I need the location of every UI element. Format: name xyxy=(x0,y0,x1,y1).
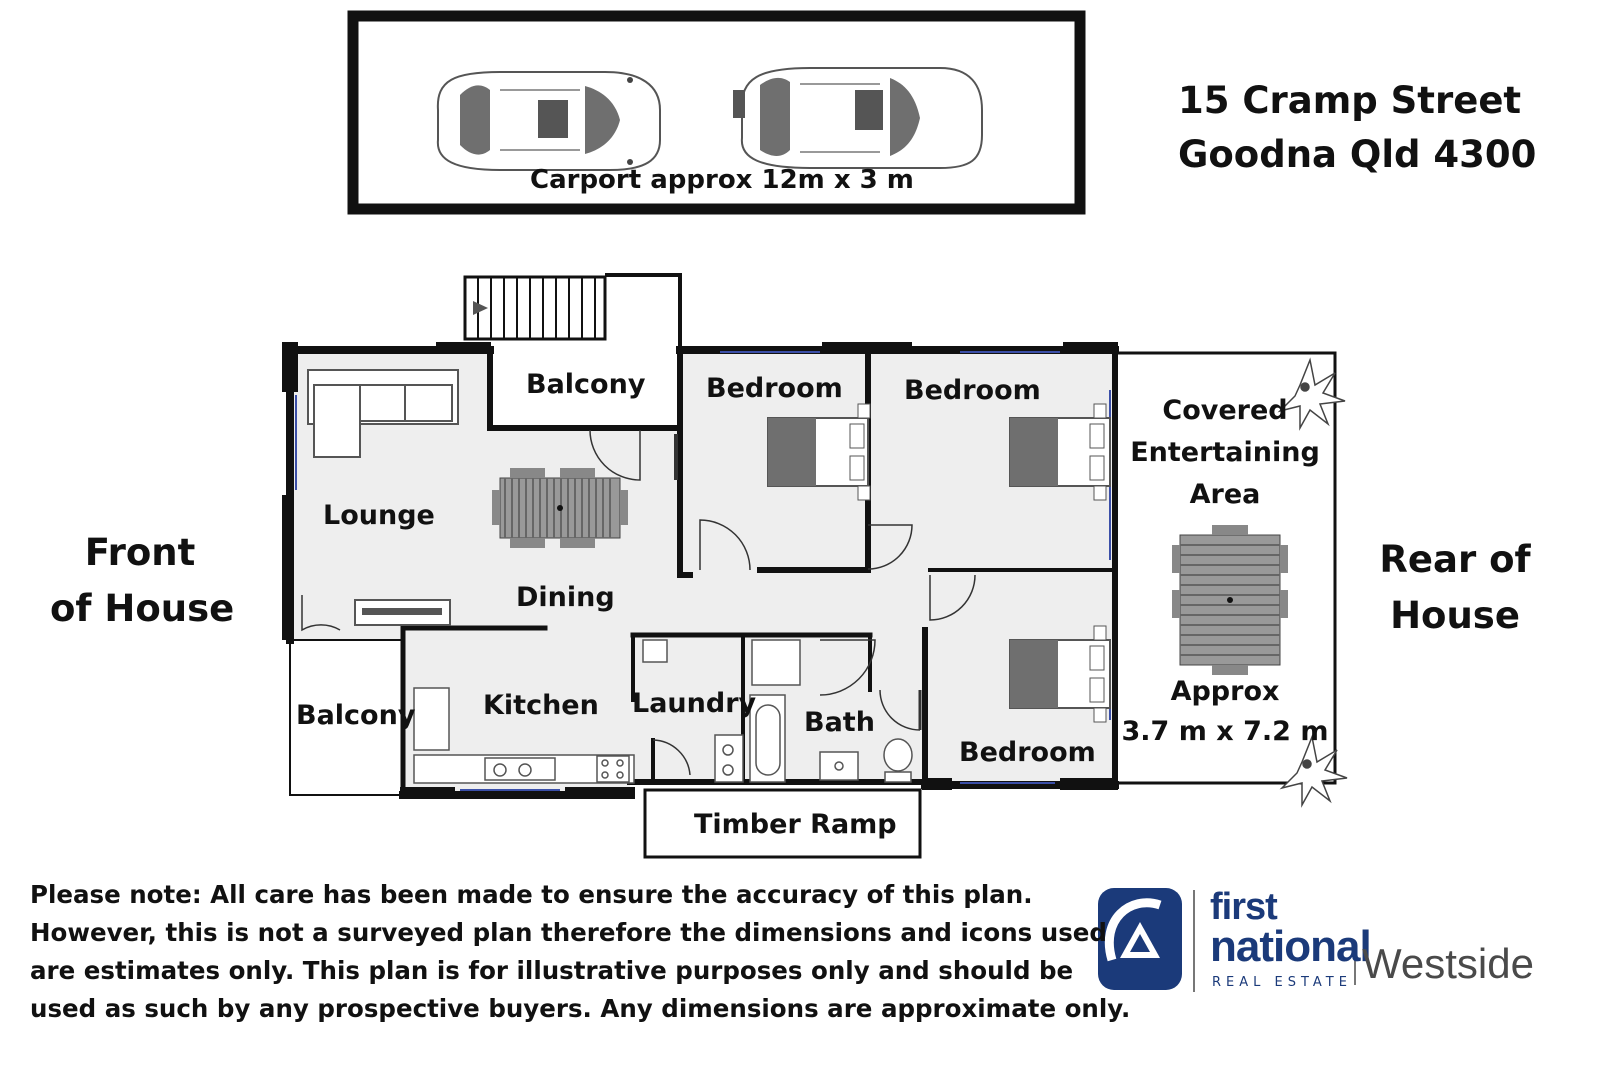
house-floor xyxy=(289,350,1337,859)
disclaimer-line1: Please note: All care has been made to e… xyxy=(30,880,1033,909)
doors xyxy=(301,429,976,776)
tv-unit-icon xyxy=(354,599,451,626)
rear-line1: Rear of xyxy=(1379,538,1531,581)
car-icon xyxy=(733,67,983,169)
room-label-lounge: Lounge xyxy=(323,500,435,531)
room-label-balcony-top: Balcony xyxy=(526,369,646,400)
bed-icon xyxy=(1009,403,1111,501)
room-label-balcony-left: Balcony xyxy=(296,700,416,731)
bed-icon xyxy=(767,403,871,501)
disclaimer-line3: are estimates only. This plan is for ill… xyxy=(30,956,1074,985)
bed-icon xyxy=(1009,625,1111,723)
carport xyxy=(347,10,1086,215)
room-label-dining: Dining xyxy=(516,582,615,613)
disclaimer-line4: used as such by any prospective buyers. … xyxy=(30,994,1131,1023)
logo-first-text: first xyxy=(1210,886,1278,928)
front-line1: Front xyxy=(84,531,196,574)
bath-fixtures xyxy=(749,639,913,783)
entertaining-dimensions: Approx 3.7 m x 7.2 m xyxy=(1115,672,1335,752)
sofa-icon xyxy=(307,369,459,458)
entertaining-line2: Entertaining xyxy=(1130,437,1320,468)
first-national-logo-icon xyxy=(1098,888,1356,992)
address-line2: Goodna Qld 4300 xyxy=(1178,133,1537,176)
room-label-bedroom-1: Bedroom xyxy=(706,373,843,404)
disclaimer: Please note: All care has been made to e… xyxy=(30,876,1130,1028)
outdoor-table-icon xyxy=(1172,525,1288,675)
rear-line2: House xyxy=(1390,594,1520,637)
entertaining-line1: Covered xyxy=(1162,395,1288,426)
plant-icon xyxy=(1277,357,1346,431)
rear-of-house-label: Rear of House xyxy=(1370,532,1540,644)
room-label-kitchen: Kitchen xyxy=(483,690,599,721)
entertaining-line3: Area xyxy=(1189,479,1261,510)
room-label-laundry: Laundry xyxy=(632,688,757,719)
plant-icon xyxy=(1279,734,1348,808)
logo-branch-text: Westside xyxy=(1362,940,1534,987)
logo-real-estate-text: REAL ESTATE xyxy=(1212,975,1352,990)
room-label-entertaining: Covered Entertaining Area xyxy=(1115,390,1335,516)
car-icon xyxy=(436,71,661,171)
entertaining-approx: Approx xyxy=(1170,676,1280,707)
kitchen-counter xyxy=(413,687,635,784)
dining-table-icon xyxy=(492,468,628,548)
room-label-timber-ramp: Timber Ramp xyxy=(694,809,897,840)
room-label-bedroom-3: Bedroom xyxy=(959,737,1096,768)
room-label-bedroom-2: Bedroom xyxy=(904,375,1041,406)
address-line1: 15 Cramp Street xyxy=(1178,79,1522,122)
room-label-bath: Bath xyxy=(804,707,875,738)
entertaining-size: 3.7 m x 7.2 m xyxy=(1121,716,1329,747)
disclaimer-line2: However, this is not a surveyed plan the… xyxy=(30,918,1107,947)
carport-label: Carport approx 12m x 3 m xyxy=(530,165,914,195)
front-of-house-label: Front of House xyxy=(50,525,235,637)
front-line2: of House xyxy=(50,587,235,630)
laundry-fixtures xyxy=(642,639,744,783)
wall-corners xyxy=(282,342,1118,799)
logo-national-text: national xyxy=(1210,922,1372,971)
